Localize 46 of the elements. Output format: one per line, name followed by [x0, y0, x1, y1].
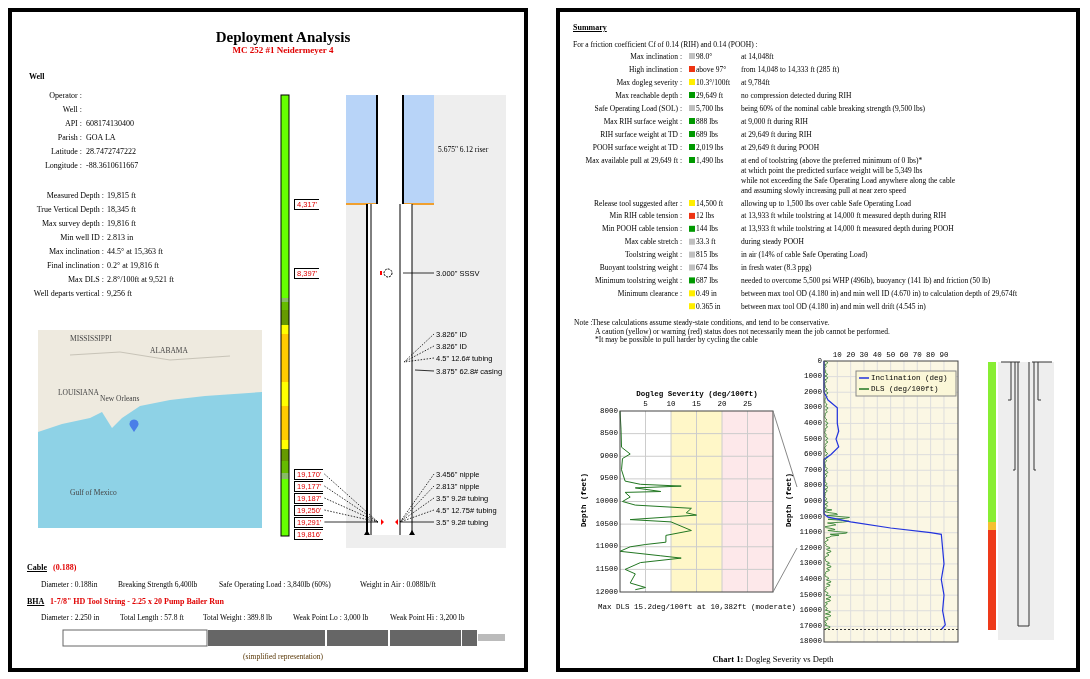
field-label: Min well ID : — [60, 233, 104, 243]
field-label: Parish : — [57, 133, 82, 143]
leader-line — [403, 357, 435, 363]
field-value: 18,345 ft — [107, 205, 136, 215]
page-title: Deployment Analysis — [215, 28, 351, 46]
leader-line — [402, 272, 435, 274]
field-value: 44.5° at 15,363 ft — [107, 247, 163, 257]
section-heading: Cable — [27, 563, 47, 573]
toolstring-name: 1-7/8" HD Tool String - 2.25 x 20 Pump Bailer Run — [50, 597, 224, 607]
leader-line — [324, 473, 379, 523]
field-value: 2.8°/100ft at 9,521 ft — [107, 275, 174, 285]
leader-line — [403, 345, 435, 363]
field-value: -88.3610611667 — [86, 161, 139, 171]
field-label: True Vertical Depth : — [36, 205, 104, 215]
field-value: 608174130400 — [86, 119, 134, 129]
field-label: Max inclination : — [48, 247, 104, 257]
leader-line — [399, 509, 435, 523]
field-label: Max DLS : — [68, 275, 104, 285]
field-label: Latitude : — [51, 147, 82, 157]
field-value: GOA LA — [86, 133, 116, 143]
cable-name: (0.188) — [53, 563, 77, 573]
field-label: Well departs vertical : — [33, 289, 104, 299]
well-subtitle: MC 252 #1 Neidermeyer 4 — [232, 44, 334, 56]
section-heading: Well — [29, 72, 45, 82]
leader-line — [324, 521, 379, 523]
field-label: Operator : — [49, 91, 82, 101]
field-label: Well : — [62, 105, 82, 115]
leader-line — [399, 473, 435, 523]
field-label: Max survey depth : — [42, 219, 104, 229]
field-label: Longitude : — [44, 161, 82, 171]
field-label: Measured Depth : — [46, 191, 104, 201]
field-value: 19,816 ft — [107, 219, 136, 229]
field-label: API : — [64, 119, 82, 129]
field-value: 19,815 ft — [107, 191, 136, 201]
field-label: Final inclination : — [47, 261, 104, 271]
field-value: 28.7472747222 — [86, 147, 136, 157]
leader-line — [399, 485, 435, 523]
chart-caption: Chart 1: Dogleg Severity vs Depth — [712, 654, 834, 664]
field-value: 2.813 in — [107, 233, 134, 243]
section-heading: BHA — [27, 597, 45, 607]
leader-line — [399, 521, 435, 523]
field-value: 0.2° at 19,816 ft — [107, 261, 159, 271]
field-value: 9,256 ft — [107, 289, 132, 299]
leader-line — [414, 369, 435, 372]
leader-line — [399, 497, 435, 523]
section-heading: Summary — [573, 23, 607, 33]
